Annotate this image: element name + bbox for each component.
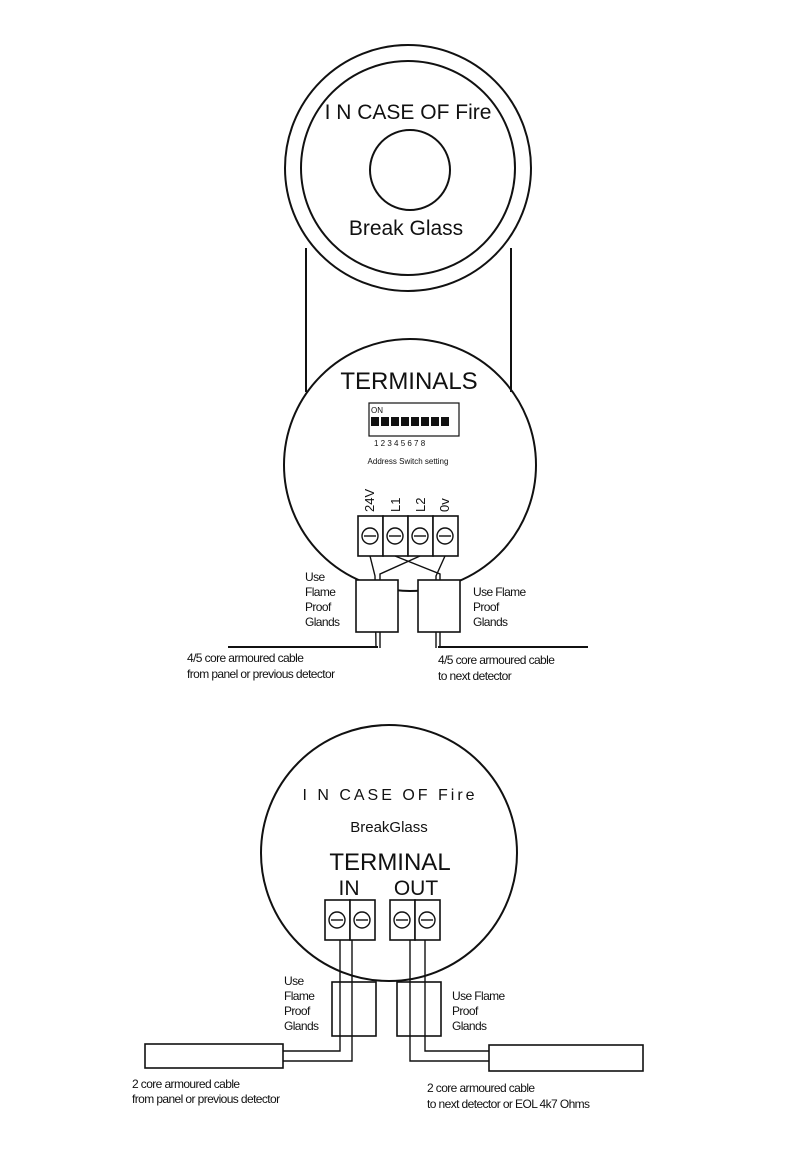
svg-text:Proof: Proof: [305, 600, 332, 614]
top-gland-left: [355, 579, 399, 633]
bottom-gland-right: [396, 981, 442, 1037]
svg-text:2 core armoured cable: 2 core armoured cable: [427, 1081, 535, 1095]
top-case-label: I N CASE OF Fire: [325, 101, 492, 124]
out-wire-2: [409, 940, 489, 1062]
top-cable-out-caption: 4/5 core armoured cable to next detector: [438, 653, 556, 683]
svg-text:Proof: Proof: [452, 1004, 479, 1018]
svg-text:to next detector or EOL 4k7 Oh: to next detector or EOL 4k7 Ohms: [427, 1097, 590, 1111]
svg-text:from panel or previous detecto: from panel or previous detector: [132, 1092, 280, 1106]
bottom-gland-left: [331, 981, 377, 1037]
svg-text:Glands: Glands: [284, 1019, 319, 1033]
terminal-screw-icon: [386, 527, 404, 545]
top-gland-right-label: Use Flame Proof Glands: [473, 585, 527, 629]
terminal-block-4way: [357, 515, 459, 557]
dip-switch-caption: Address Switch setting: [368, 457, 449, 466]
break-glass-outer-ring: [284, 44, 532, 292]
address-dip-switch: ON 1 2 3 4 5 6 7 8 Address Switch settin…: [368, 402, 460, 466]
top-gland-left-label: Use Flame Proof Glands: [305, 570, 341, 629]
bottom-cable-out-caption: 2 core armoured cable to next detector o…: [427, 1081, 591, 1111]
svg-text:Proof: Proof: [284, 1004, 311, 1018]
svg-text:2 core armoured cable: 2 core armoured cable: [132, 1077, 240, 1091]
top-gland-right: [417, 579, 461, 633]
terminal-screw-icon: [436, 527, 454, 545]
terminal-screw-icon: [353, 911, 371, 929]
out-wire-1: [424, 940, 489, 1052]
bottom-gland-right-label: Use Flame Proof Glands: [452, 989, 506, 1033]
terminal-screw-icon: [411, 527, 429, 545]
bottom-gland-left-label: Use Flame Proof Glands: [284, 974, 320, 1033]
bottom-housing: [260, 724, 518, 982]
terminal-screw-icon: [418, 911, 436, 929]
bottom-wiring-diagram: I N CASE OF Fire BreakGlass TERMINAL IN …: [132, 724, 644, 1111]
svg-text:Glands: Glands: [305, 615, 340, 629]
bottom-break-glass-label: BreakGlass: [350, 819, 428, 836]
svg-text:Use: Use: [284, 974, 304, 988]
svg-text:from panel or previous detecto: from panel or previous detector: [187, 667, 335, 681]
terminal-screw-icon: [328, 911, 346, 929]
top-terminals-label: TERMINALS: [340, 368, 477, 395]
svg-text:Flame: Flame: [305, 585, 336, 599]
break-glass-button: [369, 129, 451, 211]
bottom-terminal-label: TERMINAL: [329, 849, 450, 876]
svg-text:4/5 core armoured cable: 4/5 core armoured cable: [438, 653, 555, 667]
svg-text:Proof: Proof: [473, 600, 500, 614]
dip-on-label: ON: [371, 406, 383, 415]
terminal-screw-icon: [393, 911, 411, 929]
terminal-label-l2: L2: [413, 498, 428, 512]
svg-text:Flame: Flame: [284, 989, 315, 1003]
out-label: OUT: [394, 877, 439, 900]
terminals-housing: [283, 338, 537, 592]
svg-text:Glands: Glands: [473, 615, 508, 629]
terminal-label-24v: 24V: [362, 489, 377, 512]
svg-text:Use: Use: [305, 570, 325, 584]
bottom-cable-in-end: [144, 1043, 284, 1069]
top-wiring-diagram: I N CASE OF Fire Break Glass TERMINALS O…: [187, 44, 588, 683]
svg-text:Use Flame: Use Flame: [452, 989, 506, 1003]
svg-text:to next detector: to next detector: [438, 669, 512, 683]
dip-switch-numbers: 1 2 3 4 5 6 7 8: [374, 439, 426, 448]
bottom-case-label: I N CASE OF Fire: [302, 787, 477, 804]
top-cable-in-caption: 4/5 core armoured cable from panel or pr…: [187, 651, 336, 681]
svg-text:Glands: Glands: [452, 1019, 487, 1033]
terminal-label-l1: L1: [388, 498, 403, 512]
in-terminal-block: [324, 899, 376, 941]
terminal-screw-icon: [361, 527, 379, 545]
in-wire-1: [283, 940, 341, 1052]
in-wire-2: [283, 940, 353, 1062]
bottom-cable-out-end: [488, 1044, 644, 1072]
break-glass-inner-ring: [300, 60, 516, 276]
top-break-glass-label: Break Glass: [349, 217, 463, 240]
in-label: IN: [339, 877, 360, 900]
svg-text:4/5 core armoured cable: 4/5 core armoured cable: [187, 651, 304, 665]
out-terminal-block: [389, 899, 441, 941]
terminal-label-0v: 0v: [437, 498, 452, 512]
svg-text:Use Flame: Use Flame: [473, 585, 527, 599]
bottom-cable-in-caption: 2 core armoured cable from panel or prev…: [132, 1077, 281, 1106]
